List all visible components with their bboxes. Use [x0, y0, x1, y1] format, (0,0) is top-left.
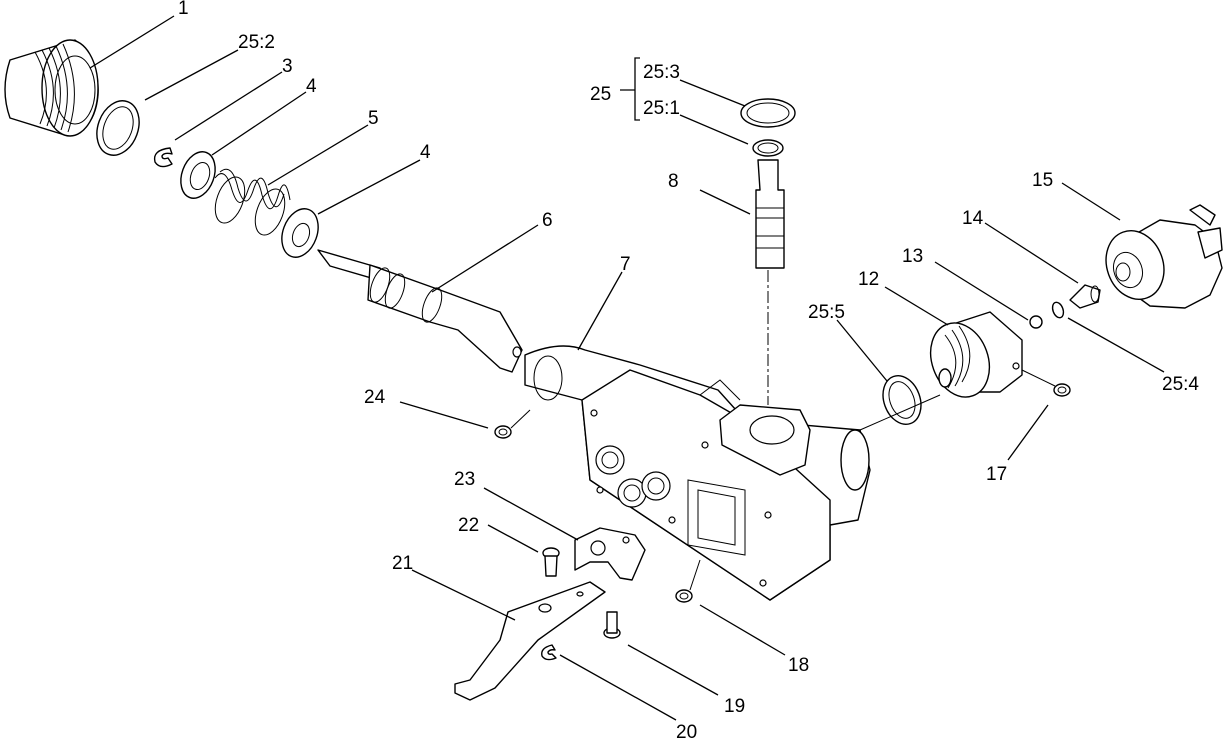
callout-4a: 4	[306, 76, 317, 97]
group-bracket-25	[620, 57, 640, 121]
callout-25-2: 25:2	[238, 32, 275, 53]
callout-13: 13	[902, 246, 923, 267]
part-19-screw[interactable]	[603, 611, 621, 639]
axis-line-18	[689, 559, 701, 591]
part-24-setscrew[interactable]	[494, 425, 512, 439]
callout-20: 20	[676, 722, 697, 743]
callout-25-4: 25:4	[1162, 374, 1199, 395]
part-7-valve-body[interactable]	[524, 345, 871, 601]
callout-7: 7	[620, 254, 631, 275]
part-25-4-oring[interactable]	[1051, 301, 1066, 319]
part-23-bracket[interactable]	[574, 527, 646, 581]
part-14-seat[interactable]	[1069, 284, 1101, 309]
callout-25: 25	[590, 84, 611, 105]
callout-3: 3	[282, 56, 293, 77]
part-15-relief-valve[interactable]	[1097, 204, 1223, 309]
callout-1: 1	[178, 0, 189, 19]
part-12-fitting[interactable]	[921, 311, 1023, 405]
part-18-setscrew[interactable]	[675, 589, 693, 603]
callout-25-3: 25:3	[643, 62, 680, 83]
callout-8: 8	[668, 171, 679, 192]
callout-19: 19	[724, 696, 745, 717]
callout-4b: 4	[420, 142, 431, 163]
callout-23: 23	[454, 469, 475, 490]
callout-14: 14	[962, 208, 984, 229]
part-4-washer-b[interactable]	[275, 204, 324, 263]
part-13-ball[interactable]	[1029, 315, 1043, 329]
axis-line-24	[510, 409, 531, 429]
part-25-5-oring[interactable]	[877, 370, 928, 429]
leader-lines	[89, 15, 1165, 721]
callout-6: 6	[542, 210, 553, 231]
callout-21: 21	[392, 553, 413, 574]
part-25-3-oring[interactable]	[740, 98, 796, 128]
part-5-spring[interactable]	[210, 168, 291, 239]
callout-5: 5	[368, 108, 379, 129]
callout-22: 22	[458, 515, 479, 536]
part-20-clip[interactable]	[541, 644, 557, 661]
part-17-setscrew[interactable]	[1053, 383, 1071, 397]
part-25-2-washer[interactable]	[90, 95, 147, 161]
callout-12: 12	[858, 269, 879, 290]
callout-17: 17	[986, 464, 1007, 485]
callout-18: 18	[788, 655, 809, 676]
part-6-spool[interactable]	[317, 249, 523, 373]
callout-15: 15	[1032, 170, 1053, 191]
axis-line-12	[859, 394, 941, 431]
part-8-plunger[interactable]	[755, 159, 785, 269]
axis-line-17	[1021, 369, 1056, 387]
callout-labels: 1 25:2 3 4 5 4 6 7 25 25:3 25:1 8 15 14 …	[178, 0, 1199, 743]
callout-25-1: 25:1	[643, 98, 680, 119]
part-4-washer-a[interactable]	[175, 147, 221, 203]
callout-25-5: 25:5	[808, 302, 845, 323]
part-22-pin[interactable]	[542, 547, 560, 577]
callout-24: 24	[364, 387, 386, 408]
part-3-clip[interactable]	[153, 147, 173, 168]
part-21-lever[interactable]	[454, 581, 606, 701]
part-25-1-oring[interactable]	[752, 139, 784, 157]
part-1-cap[interactable]	[4, 39, 99, 137]
